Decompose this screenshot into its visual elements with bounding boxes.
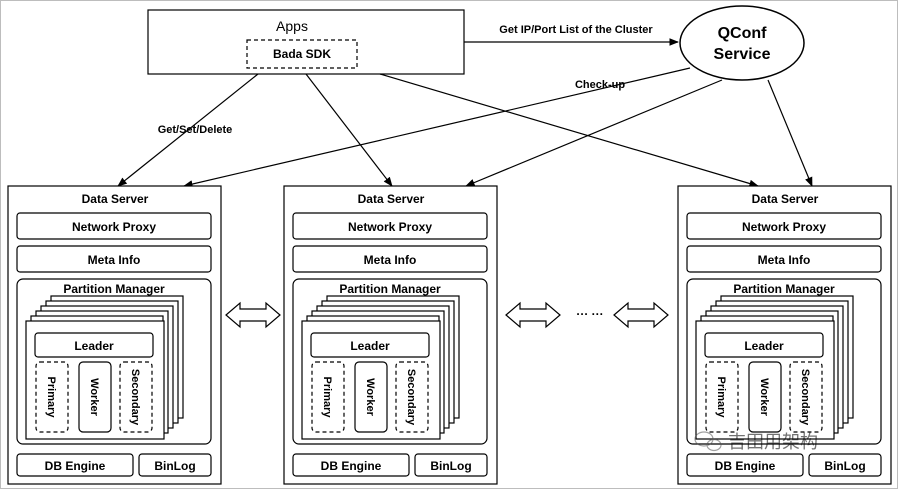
secondary-label: Secondary: [799, 369, 811, 426]
apps-to-server1-arrow: [117, 73, 259, 187]
worker-label: Worker: [758, 378, 770, 416]
qconf-to-server1-arrow: [183, 67, 691, 188]
binlog-label: BinLog: [430, 459, 471, 473]
ellipsis-label: ··· ···: [576, 307, 603, 321]
bada-sdk-label: Bada SDK: [273, 47, 331, 61]
primary-label: Primary: [321, 377, 333, 419]
server-title: Data Server: [752, 192, 819, 206]
network-proxy-label: Network Proxy: [72, 220, 156, 234]
double-arrow-icon: [505, 301, 561, 329]
db-engine-label: DB Engine: [321, 459, 382, 473]
leader-label: Leader: [350, 339, 390, 353]
qconf-label-line2: Service: [714, 46, 771, 63]
qconf-service-node: QConf Service: [679, 5, 805, 81]
apps-title: Apps: [276, 18, 308, 34]
leader-label: Leader: [744, 339, 784, 353]
meta-info-label: Meta Info: [88, 253, 141, 267]
server-title: Data Server: [82, 192, 149, 206]
worker-label: Worker: [364, 378, 376, 416]
watermark-text: 吉田用架构: [728, 432, 818, 452]
meta-info-label: Meta Info: [364, 253, 417, 267]
apps-to-server2-arrow: [305, 73, 393, 187]
partition-manager-label: Partition Manager: [733, 282, 835, 296]
secondary-box: [119, 361, 153, 433]
secondary-label: Secondary: [129, 369, 141, 426]
meta-info-label: Meta Info: [758, 253, 811, 267]
data-server-3: Data Server Network Proxy Meta Info Part…: [677, 185, 892, 485]
data-server-2: Data Server Network Proxy Meta Info Part…: [283, 185, 498, 485]
get-set-delete-edge-label: Get/Set/Delete: [158, 124, 233, 136]
apps-to-server3-arrow: [379, 73, 759, 188]
db-engine-label: DB Engine: [715, 459, 776, 473]
watermark: 吉田用架构: [694, 431, 818, 452]
apps-box: Apps Bada SDK: [147, 9, 465, 75]
qconf-label-line1: QConf: [718, 25, 768, 42]
checkup-edge-label: Check-up: [575, 79, 625, 91]
double-arrow-icon: [613, 301, 669, 329]
db-engine-label: DB Engine: [45, 459, 106, 473]
binlog-label: BinLog: [824, 459, 865, 473]
partition-manager-label: Partition Manager: [339, 282, 441, 296]
secondary-box: [395, 361, 429, 433]
secondary-label: Secondary: [405, 369, 417, 426]
primary-box: [35, 361, 69, 433]
ip-list-edge-label: Get IP/Port List of the Cluster: [499, 24, 653, 36]
secondary-box: [789, 361, 823, 433]
primary-box: [311, 361, 345, 433]
worker-label: Worker: [88, 378, 100, 416]
server-title: Data Server: [358, 192, 425, 206]
partition-manager-label: Partition Manager: [63, 282, 165, 296]
worker-box: [748, 361, 782, 433]
qconf-to-server3-arrow: [767, 79, 813, 187]
worker-box: [78, 361, 112, 433]
data-server-1: Data Server Network Proxy Meta Info Part…: [7, 185, 222, 485]
worker-box: [354, 361, 388, 433]
binlog-label: BinLog: [154, 459, 195, 473]
qconf-to-server2-arrow: [465, 79, 723, 187]
network-proxy-label: Network Proxy: [348, 220, 432, 234]
primary-label: Primary: [45, 377, 57, 419]
connectors: [117, 38, 813, 188]
wechat-icon: [694, 431, 722, 452]
leader-label: Leader: [74, 339, 114, 353]
double-arrow-icon: [225, 301, 281, 329]
primary-label: Primary: [715, 377, 727, 419]
primary-box: [705, 361, 739, 433]
network-proxy-label: Network Proxy: [742, 220, 826, 234]
